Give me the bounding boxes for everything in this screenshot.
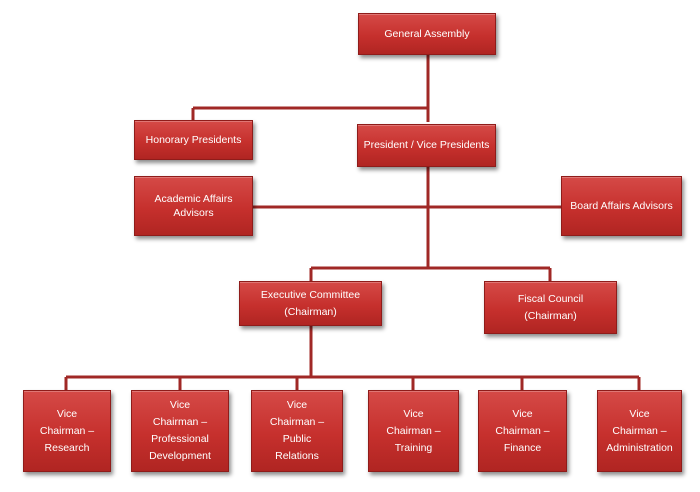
vc-public-line1: Vice [286, 399, 308, 411]
vc-research-line1: Vice [56, 407, 78, 420]
vc-public-line3: Public [282, 433, 312, 445]
vc-professional-line4: Development [149, 450, 211, 462]
academic-advisors-line2: Advisors [173, 207, 214, 219]
board-advisors-label: Board Affairs Advisors [570, 199, 673, 212]
box-vice-chairman-administration[interactable]: Vice Chairman – Administration [597, 390, 682, 472]
box-vice-chairman-training[interactable]: Vice Chairman – Training [368, 390, 459, 472]
vc-professional-line2: Chairman – [152, 416, 208, 428]
fiscal-council-line1: Fiscal Council [517, 292, 584, 305]
vc-research-line2: Chairman – [39, 424, 95, 437]
box-vice-chairman-finance[interactable]: Vice Chairman – Finance [478, 390, 567, 472]
vc-finance-line1: Vice [512, 407, 533, 420]
honorary-presidents-label: Honorary Presidents [145, 133, 242, 146]
vc-admin-line2: Chairman – [612, 424, 667, 437]
box-general-assembly[interactable]: General Assembly [358, 13, 496, 55]
box-fiscal-council[interactable]: Fiscal Council (Chairman) [484, 281, 617, 334]
vc-professional-line3: Professional [151, 433, 209, 445]
box-honorary-presidents[interactable]: Honorary Presidents [134, 120, 253, 160]
general-assembly-label: General Assembly [384, 27, 470, 40]
box-president-vice-presidents[interactable]: President / Vice Presidents [357, 124, 496, 167]
academic-advisors-line1: Academic Affairs [154, 193, 233, 205]
box-vice-chairman-public-relations[interactable]: Vice Chairman – Public Relations [251, 390, 343, 472]
box-academic-affairs-advisors[interactable]: Academic Affairs Advisors [134, 176, 253, 236]
president-label: President / Vice Presidents [363, 139, 490, 151]
vc-research-line3: Research [44, 441, 90, 454]
vc-professional-line1: Vice [169, 399, 191, 411]
vc-public-line4: Relations [275, 450, 319, 462]
vc-public-line2: Chairman – [269, 416, 325, 428]
vc-finance-line2: Chairman – [495, 424, 550, 437]
box-vice-chairman-research[interactable]: Vice Chairman – Research [23, 390, 111, 472]
executive-committee-line2: (Chairman) [284, 305, 337, 318]
fiscal-council-line2: (Chairman) [524, 309, 577, 322]
box-board-affairs-advisors[interactable]: Board Affairs Advisors [561, 176, 682, 236]
vc-admin-line3: Administration [606, 441, 673, 454]
box-vice-chairman-professional-development[interactable]: Vice Chairman – Professional Development [131, 390, 229, 472]
vc-training-line1: Vice [403, 407, 424, 420]
vc-training-line2: Chairman – [386, 424, 441, 437]
vc-finance-line3: Finance [503, 441, 542, 454]
vc-training-line3: Training [394, 441, 433, 454]
vc-admin-line1: Vice [629, 407, 650, 420]
box-executive-committee[interactable]: Executive Committee (Chairman) [239, 281, 382, 326]
executive-committee-line1: Executive Committee [260, 288, 361, 301]
